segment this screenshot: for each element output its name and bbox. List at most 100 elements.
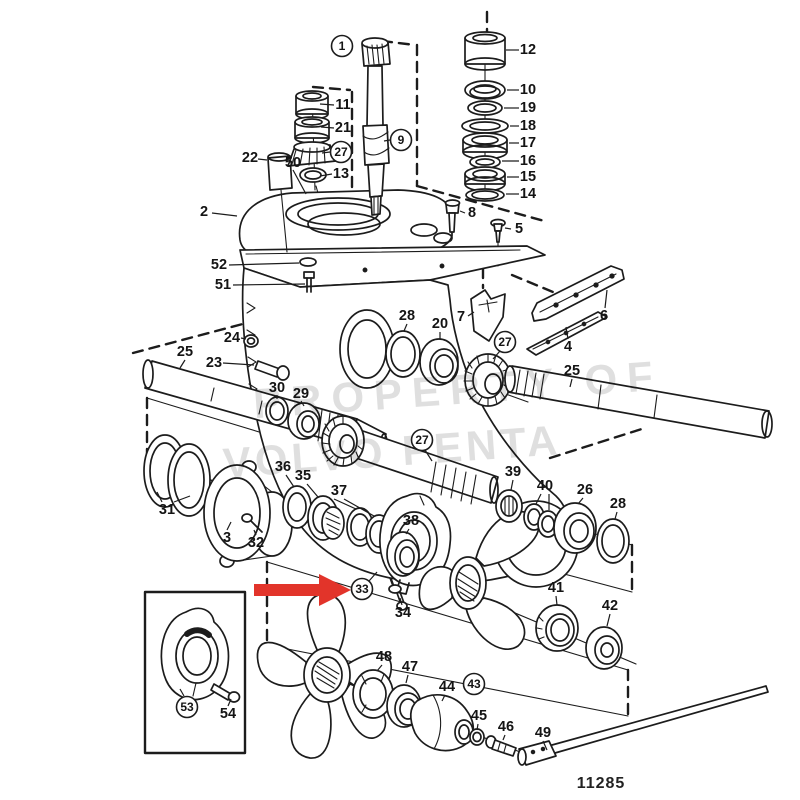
part-label: 10 — [520, 82, 536, 98]
bearing-20 — [419, 338, 459, 386]
leader-line — [403, 323, 408, 332]
part-label: 52 — [211, 257, 227, 273]
part-label: 24 — [224, 330, 240, 346]
leader-line — [179, 359, 186, 369]
part-label: 27 — [334, 145, 348, 159]
leader-line — [467, 311, 475, 317]
part-label: 25 — [564, 363, 580, 379]
part-label: 22 — [242, 150, 258, 166]
leader-line — [441, 694, 446, 702]
leader-line — [376, 664, 383, 672]
part-label-circle — [175, 695, 199, 719]
part-label: 38 — [403, 513, 419, 529]
leader-line — [319, 173, 333, 177]
leader-line — [569, 378, 573, 388]
part-label: 36 — [275, 459, 291, 475]
prop-nut-41 — [535, 604, 579, 652]
leader-line — [535, 493, 542, 505]
part-label: 8 — [468, 205, 476, 221]
part-label: 45 — [471, 708, 487, 724]
part-label: 13 — [333, 166, 349, 182]
ring-28-mid — [385, 330, 421, 378]
leader-line — [565, 326, 569, 340]
part-label: 47 — [402, 659, 418, 675]
leader-line — [306, 483, 319, 498]
part-label: 49 — [535, 725, 551, 741]
rings-40 — [523, 503, 559, 538]
part-label: 30 — [269, 380, 285, 396]
ring-18 — [461, 118, 509, 134]
leader-line — [492, 350, 501, 360]
leader-line — [300, 400, 305, 407]
part-label: 2 — [200, 204, 208, 220]
cap-42 — [585, 626, 623, 670]
bearing-carrier-3 — [203, 460, 293, 568]
part-label: 23 — [206, 355, 222, 371]
bolt-46 — [485, 735, 517, 757]
bolt-8 — [444, 199, 461, 233]
part-label-circle — [410, 428, 434, 452]
part-label: 19 — [520, 100, 536, 116]
part-label: 34 — [395, 605, 411, 621]
screw-23 — [254, 360, 290, 381]
part-label-circle — [389, 128, 413, 152]
bearing-29 — [287, 402, 321, 440]
screw-5 — [490, 218, 506, 243]
part-label: 7 — [457, 309, 465, 325]
part-label: 26 — [577, 482, 593, 498]
screw-51 — [303, 271, 315, 279]
leader-line — [604, 289, 608, 309]
retainer-48 — [352, 669, 394, 719]
leader-line — [510, 479, 514, 491]
prop-cone-44 — [409, 694, 475, 752]
ring-30 — [265, 396, 289, 426]
washer-52 — [299, 257, 317, 267]
screw-34 — [388, 584, 408, 611]
leader-line — [476, 723, 479, 731]
leader-line — [321, 151, 331, 154]
leader-line — [173, 495, 191, 503]
part-label: 9 — [398, 133, 405, 147]
leader-line — [606, 613, 611, 627]
part-label: 41 — [548, 580, 564, 596]
part-label: 12 — [520, 42, 536, 58]
leader-line — [222, 362, 255, 366]
vertical-driveshaft — [361, 37, 391, 216]
bracket-6 — [531, 265, 625, 322]
part-label: 48 — [376, 649, 392, 665]
leader-line — [292, 169, 307, 195]
part-label: 31 — [159, 502, 175, 518]
part-label: 42 — [602, 598, 618, 614]
part-label: 43 — [467, 677, 481, 691]
part-label: 39 — [505, 464, 521, 480]
part-label-circle — [330, 34, 354, 58]
seal-rings-31 — [143, 434, 211, 517]
leader-line — [399, 597, 403, 606]
part-label: 6 — [600, 308, 608, 324]
sleeve-22 — [267, 155, 293, 191]
screw-54 — [210, 683, 232, 701]
part-label: 33 — [355, 582, 369, 596]
part-label: 29 — [293, 386, 309, 402]
leader-line — [227, 698, 232, 707]
sleeve-35 — [307, 495, 345, 541]
part-label: 32 — [248, 535, 264, 551]
rod-49 — [517, 685, 769, 766]
part-label: 50 — [285, 155, 301, 171]
bearing-10 — [464, 80, 506, 100]
part-label: 14 — [520, 186, 536, 202]
part-label-circle — [350, 577, 374, 601]
leader-line — [405, 528, 410, 535]
leader-line — [405, 674, 409, 684]
part-label: 44 — [439, 679, 455, 695]
spacer-36 — [282, 485, 312, 529]
leader-line — [228, 262, 300, 266]
washer-45 — [469, 728, 485, 746]
pinion-gear-shaft-27 — [321, 415, 499, 505]
part-label: 5 — [515, 221, 523, 237]
part-label: 11 — [335, 97, 350, 113]
part-label: 46 — [498, 719, 514, 735]
